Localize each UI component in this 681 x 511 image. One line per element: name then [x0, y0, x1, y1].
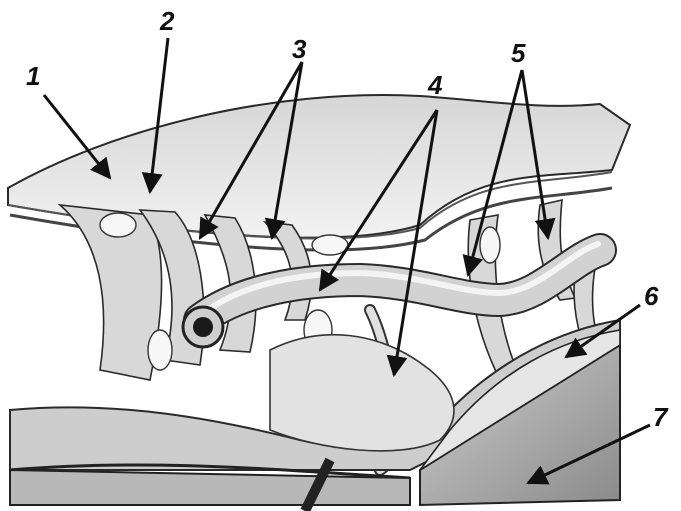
label-1: 1	[26, 63, 40, 89]
label-4: 4	[428, 72, 442, 98]
vessel-lumen	[193, 317, 213, 337]
label-7: 7	[653, 404, 667, 430]
label-2: 2	[160, 8, 174, 34]
label-3: 3	[292, 36, 306, 62]
label-6: 6	[644, 283, 658, 309]
gyrus-shape	[270, 335, 454, 451]
label-5: 5	[511, 40, 525, 66]
